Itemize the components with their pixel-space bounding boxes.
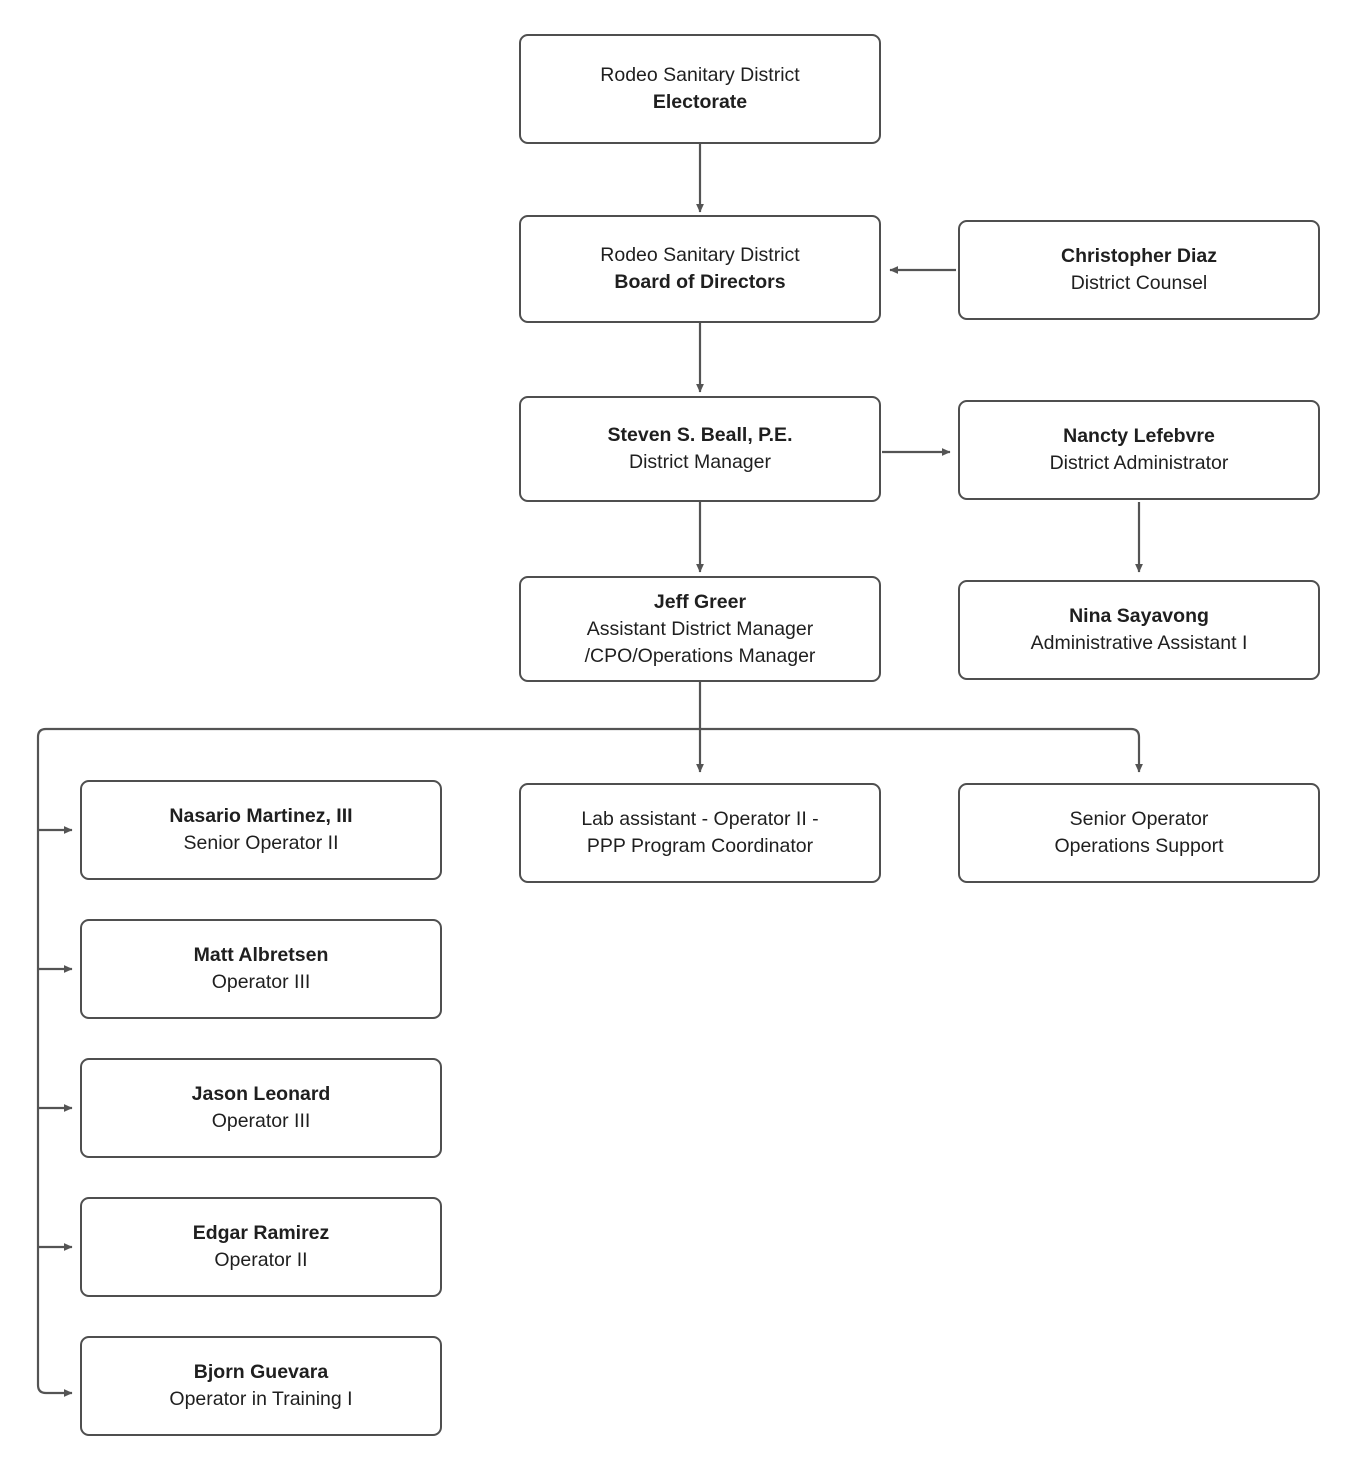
node-albretsen-line1: Matt Albretsen	[193, 944, 329, 966]
node-operator-leonard[interactable]: Jason Leonard Operator III	[80, 1058, 442, 1158]
node-admin-assistant-line2: Administrative Assistant I	[1030, 632, 1248, 654]
node-district-administrator[interactable]: Nancty Lefebvre District Administrator	[958, 400, 1320, 500]
node-senior-operator-ii[interactable]: Nasario Martinez, III Senior Operator II	[80, 780, 442, 880]
node-lab-assistant-line2: PPP Program Coordinator	[586, 835, 814, 857]
node-guevara-line2: Operator in Training I	[169, 1388, 353, 1410]
node-assistant-district-manager[interactable]: Jeff Greer Assistant District Manager /C…	[519, 576, 881, 682]
node-electorate[interactable]: Rodeo Sanitary District Electorate	[519, 34, 881, 144]
node-electorate-line1: Rodeo Sanitary District	[600, 64, 800, 86]
node-board-line1: Rodeo Sanitary District	[600, 244, 800, 266]
node-guevara-line1: Bjorn Guevara	[193, 1361, 329, 1383]
node-electorate-line2: Electorate	[652, 91, 748, 113]
node-admin-assistant-line1: Nina Sayavong	[1069, 605, 1209, 627]
node-operations-support[interactable]: Senior Operator Operations Support	[958, 783, 1320, 883]
edge-bus-left-rail	[36, 727, 73, 1397]
node-ramirez-line2: Operator II	[214, 1249, 308, 1271]
node-district-administrator-line2: District Administrator	[1049, 452, 1229, 474]
edge-bus-to-operations-support	[1130, 727, 1143, 773]
node-counsel-line1: Christopher Diaz	[1060, 245, 1218, 267]
node-operator-ramirez[interactable]: Edgar Ramirez Operator II	[80, 1197, 442, 1297]
node-board-line2: Board of Directors	[614, 271, 786, 293]
node-assistant-line1: Jeff Greer	[653, 590, 747, 613]
node-district-administrator-line1: Nancty Lefebvre	[1063, 425, 1215, 447]
node-ramirez-line1: Edgar Ramirez	[192, 1222, 330, 1244]
node-senior-operator-line1: Nasario Martinez, III	[169, 805, 353, 827]
node-district-counsel[interactable]: Christopher Diaz District Counsel	[958, 220, 1320, 320]
node-board-of-directors[interactable]: Rodeo Sanitary District Board of Directo…	[519, 215, 881, 323]
node-operations-support-line1: Senior Operator	[1069, 808, 1209, 830]
node-district-manager-line2: District Manager	[629, 451, 771, 473]
node-assistant-line3: /CPO/Operations Manager	[584, 644, 816, 667]
node-albretsen-line2: Operator III	[211, 971, 311, 993]
node-operations-support-line2: Operations Support	[1054, 835, 1224, 857]
node-counsel-line2: District Counsel	[1070, 272, 1208, 294]
node-assistant-line2: Assistant District Manager	[586, 617, 814, 640]
node-district-manager-line1: Steven S. Beall, P.E.	[607, 424, 793, 446]
node-district-manager[interactable]: Steven S. Beall, P.E. District Manager	[519, 396, 881, 502]
node-senior-operator-line2: Senior Operator II	[183, 832, 339, 854]
node-operator-albretsen[interactable]: Matt Albretsen Operator III	[80, 919, 442, 1019]
node-administrative-assistant[interactable]: Nina Sayavong Administrative Assistant I	[958, 580, 1320, 680]
node-leonard-line2: Operator III	[211, 1110, 311, 1132]
node-lab-assistant[interactable]: Lab assistant - Operator II - PPP Progra…	[519, 783, 881, 883]
node-operator-guevara[interactable]: Bjorn Guevara Operator in Training I	[80, 1336, 442, 1436]
node-lab-assistant-line1: Lab assistant - Operator II -	[581, 808, 819, 830]
node-leonard-line1: Jason Leonard	[191, 1083, 331, 1105]
